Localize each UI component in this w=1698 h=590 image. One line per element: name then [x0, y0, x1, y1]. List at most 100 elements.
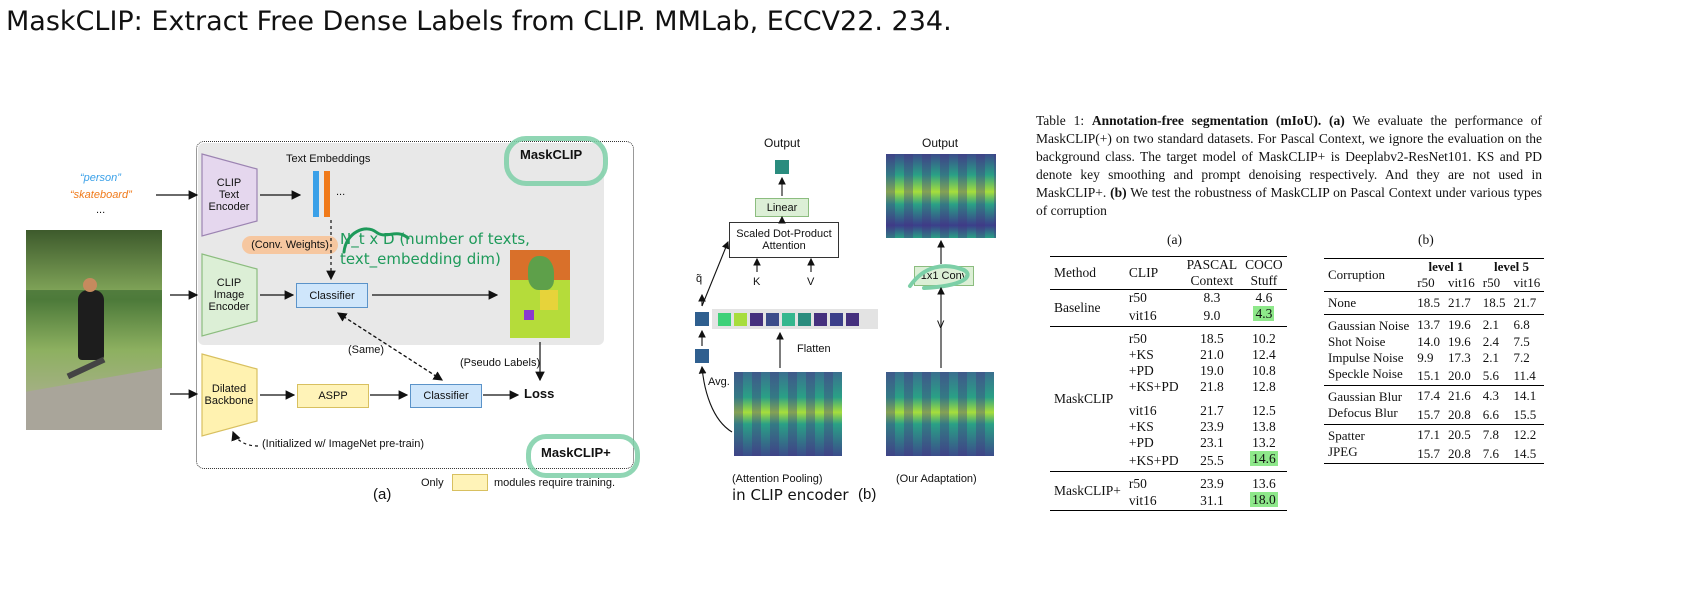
- cell-value: 6.8: [1513, 316, 1530, 332]
- cell-clip: r50: [1128, 476, 1147, 491]
- cell-value: 7.5: [1513, 334, 1530, 349]
- cell-value: 15.5: [1513, 406, 1537, 422]
- cell-pascal: 18.5: [1200, 331, 1224, 346]
- same-label: (Same): [348, 344, 385, 356]
- cell-coco: 10.8: [1252, 363, 1276, 378]
- method-baseline: Baseline: [1054, 300, 1101, 315]
- cell-coco: 12.8: [1252, 379, 1276, 394]
- input-text-person: “person”: [80, 172, 121, 184]
- flatten-label: Flatten: [797, 343, 831, 355]
- caption-b-tag: (b): [1110, 185, 1127, 200]
- clip-text-encoder-shape: [201, 153, 258, 237]
- cell-clip: r50: [1128, 331, 1147, 346]
- cell-value: 7.6: [1482, 445, 1499, 461]
- corruption-name: Gaussian Noise: [1328, 318, 1410, 333]
- cell-value: 7.2: [1513, 350, 1530, 365]
- cell-coco: 13.8: [1252, 419, 1276, 434]
- cell-value: 19.6: [1448, 316, 1471, 332]
- k-label: K: [753, 276, 761, 288]
- cell-value: 14.0: [1417, 334, 1440, 349]
- caption-right: (Our Adaptation): [896, 473, 977, 485]
- cell-value: 12.2: [1513, 426, 1537, 442]
- attention-map-right: [886, 372, 994, 456]
- table-b-label: (b): [1418, 232, 1434, 247]
- output-map-right: [886, 154, 996, 238]
- th-context: Context: [1190, 273, 1234, 288]
- cell-coco-highlight: 18.0: [1250, 492, 1278, 507]
- cell-value: 14.5: [1513, 445, 1537, 461]
- cell-pascal: 8.3: [1203, 290, 1221, 305]
- input-photo: [26, 230, 162, 430]
- slide-title: MaskCLIP: Extract Free Dense Labels from…: [6, 6, 952, 37]
- caption-prefix: Table 1:: [1036, 113, 1092, 128]
- conv-scribble: [908, 264, 970, 290]
- cell-coco-highlight: 14.6: [1250, 451, 1278, 466]
- cell-pascal: 23.9: [1200, 476, 1224, 491]
- corruption-name: Spatter: [1328, 428, 1365, 443]
- clip-image-encoder: CLIP Image Encoder: [208, 277, 250, 313]
- cell-value: 9.9: [1417, 350, 1434, 365]
- figure-a-label: (a): [373, 486, 392, 503]
- cell-value: 17.4: [1417, 387, 1440, 403]
- caption-a-tag: (a): [1329, 113, 1345, 128]
- cell-pascal: 25.5: [1200, 453, 1224, 468]
- cell-value: 2.4: [1482, 334, 1499, 349]
- figure-a: “person” “skateboard” ... CLIP Text Enco…: [0, 0, 700, 590]
- cell-coco: 12.5: [1252, 403, 1276, 418]
- embedding-bar-blue: [313, 171, 319, 217]
- table-a-label: (a): [1167, 232, 1182, 247]
- cell-clip: +KS: [1128, 419, 1154, 434]
- avg-label: Avg.: [708, 376, 730, 388]
- cell-value: 6.6: [1482, 406, 1499, 422]
- cell-clip: r50: [1128, 290, 1147, 305]
- caption-text-b: We test the robustness of MaskCLIP on Pa…: [1036, 185, 1542, 218]
- input-text-ellipsis: ...: [96, 204, 106, 216]
- figure-b: Output Linear Scaled Dot-Product Attenti…: [690, 120, 1020, 510]
- classifier-bottom: Classifier: [410, 384, 482, 408]
- classifier-top: Classifier: [296, 283, 368, 308]
- cell-value: 14.1: [1513, 387, 1537, 403]
- cell-pascal: 9.0: [1203, 308, 1221, 323]
- v-label: V: [807, 276, 815, 288]
- pseudo-labels-label: (Pseudo Labels): [460, 357, 541, 369]
- caption-left: (Attention Pooling): [732, 473, 823, 485]
- th-pascal: PASCAL: [1186, 257, 1238, 272]
- cell-value: 21.7: [1448, 295, 1471, 310]
- cell-value: 11.4: [1513, 367, 1536, 383]
- method-maskclip: MaskCLIP: [1054, 391, 1114, 406]
- maskclip-plus-badge: MaskCLIP+: [541, 445, 611, 460]
- th-level1: level 1: [1428, 259, 1464, 274]
- cell-value: 4.3: [1482, 387, 1499, 403]
- cell-value: 5.6: [1482, 367, 1499, 383]
- legend-only: Only: [421, 477, 444, 489]
- attention-box: Scaled Dot-Product Attention: [729, 222, 839, 258]
- dilated-backbone: Dilated Backbone: [204, 383, 254, 407]
- cell-value: 20.5: [1448, 426, 1471, 442]
- cell-value: 19.6: [1448, 334, 1471, 349]
- cell-pascal: 21.7: [1200, 403, 1224, 418]
- cell-coco: 13.2: [1252, 435, 1276, 450]
- maskclip-plus-badge-circle: [526, 434, 640, 478]
- cell-pascal: 31.1: [1200, 493, 1224, 508]
- output-left-token: [775, 160, 789, 174]
- th-vit16-l5: vit16: [1513, 275, 1541, 290]
- cell-coco: 13.6: [1252, 476, 1276, 491]
- conv-weights-pill: (Conv. Weights): [242, 236, 338, 254]
- cell-value: 15.7: [1417, 406, 1440, 422]
- cell-clip: +PD: [1128, 435, 1154, 450]
- cell-value: 18.5: [1482, 295, 1506, 310]
- figure-a-arrows: [156, 190, 545, 447]
- cell-clip: +KS+PD: [1128, 379, 1179, 394]
- table-a: Method CLIP PASCAL COCO Context Stuff Ba…: [1050, 256, 1287, 511]
- cell-value: 21.6: [1448, 387, 1471, 403]
- method-maskclip-plus: MaskCLIP+: [1054, 483, 1121, 498]
- th-level5: level 5: [1493, 259, 1529, 274]
- cell-value: 20.8: [1448, 445, 1471, 461]
- loss-label: Loss: [524, 386, 555, 401]
- cell-pascal: 23.1: [1200, 435, 1224, 450]
- cell-pascal: 23.9: [1200, 419, 1224, 434]
- aspp-box: ASPP: [297, 384, 369, 408]
- corruption-name: None: [1328, 295, 1357, 310]
- output-left-label: Output: [764, 136, 801, 150]
- th-corruption: Corruption: [1328, 267, 1386, 282]
